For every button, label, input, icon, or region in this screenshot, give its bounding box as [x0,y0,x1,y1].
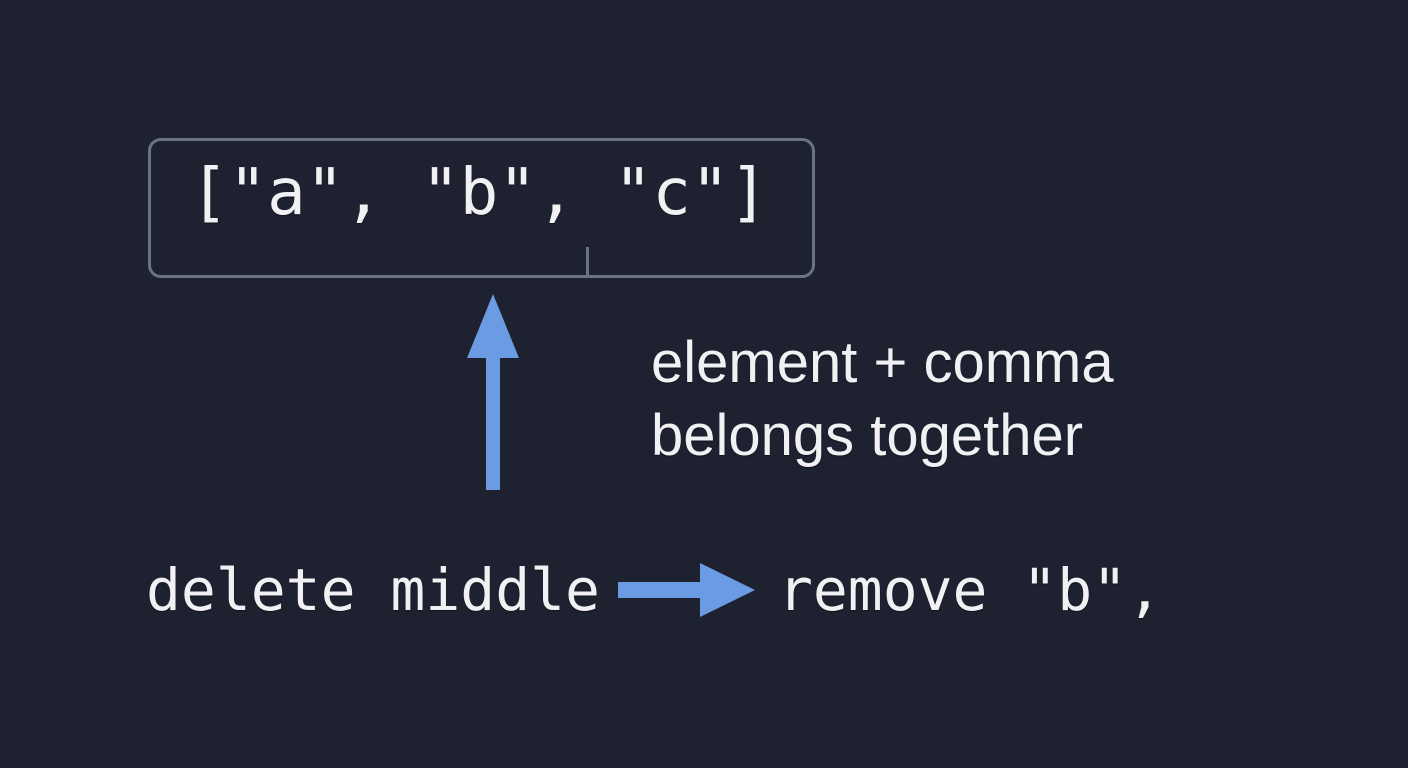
right-arrow-icon [617,563,755,617]
up-arrow-icon [467,294,519,490]
element-boundary-tick [586,247,589,278]
code-box [148,138,815,278]
annotation-text: element + comma belongs together [651,326,1251,472]
annotation-line-2: belongs together [651,403,1084,468]
rule-result-text: remove "b", [777,556,1163,624]
list-literal-text: ["a", "b", "c"] [190,156,768,230]
transformation-rule: delete middle remove "b", [146,545,1162,635]
rule-action-text: delete middle [146,556,600,624]
annotation-line-1: element + comma [651,330,1114,395]
